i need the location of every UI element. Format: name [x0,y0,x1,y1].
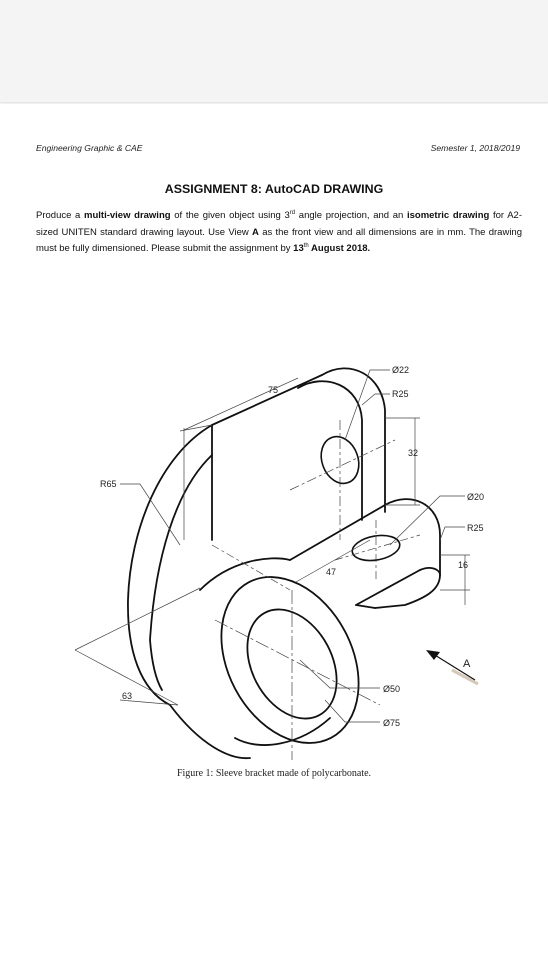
dim-dia-75: Ø75 [383,718,400,728]
dim-dia-22: Ø22 [392,365,409,375]
dim-32: 32 [408,448,418,458]
figure-caption: Figure 1: Sleeve bracket made of polycar… [176,768,372,779]
instructions-paragraph: Produce a multi-view drawing of the give… [36,208,522,258]
header-course: Engineering Graphic & CAE [36,143,143,153]
view-a-arrow [426,650,479,686]
dim-r65: R65 [100,479,117,489]
bold-run: isometric drawing [406,210,490,221]
dim-r25-top: R25 [392,389,409,399]
bold-run: multi-view drawing [84,210,171,221]
document-page [0,104,548,961]
view-a-label: A [463,658,471,670]
assignment-title: ASSIGNMENT 8: AutoCAD DRAWING [164,182,384,196]
text-run: of the given object using 3 [170,210,290,221]
viewer-top-bar [0,0,548,103]
dim-47: 47 [326,567,336,577]
bold-run: A [252,226,259,238]
bold-run: August 2018. [308,243,371,254]
dim-75: 75 [268,385,278,395]
bold-run: 13 [293,243,304,254]
text-run: Produce a [36,210,85,221]
dim-16: 16 [458,560,468,570]
dim-63: 63 [122,691,132,701]
text-run: as the front view and all dimensions are… [36,226,522,255]
text-run: for A2-sized UNITEN standard drawing lay… [36,210,522,238]
superscript: th [303,242,309,249]
dim-dia-20: Ø20 [467,492,484,502]
text-run: angle projection, and an [295,210,407,221]
dim-r25-right: R25 [467,523,484,533]
dim-dia-50: Ø50 [383,684,400,694]
superscript: rd [289,209,296,216]
header-semester: Semester 1, 2018/2019 [430,143,520,153]
